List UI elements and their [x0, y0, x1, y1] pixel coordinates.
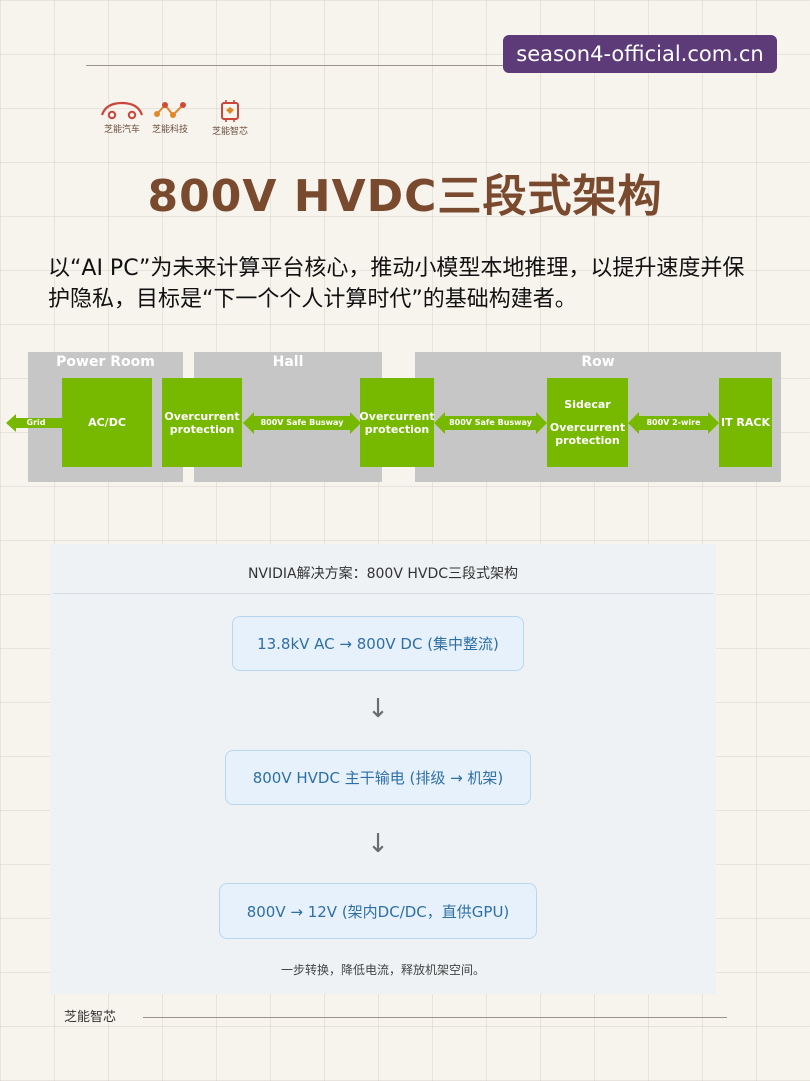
step-label: 13.8kV AC → 800V DC (集中整流) [257, 635, 499, 653]
zone-label: Row [581, 354, 615, 370]
overcurrent-box-2: Overcurrent protection [359, 378, 435, 467]
busway-label-1: 800V Safe Busway [260, 418, 344, 427]
overcurrent-box-1: Overcurrent protection [162, 378, 242, 467]
chip-logo-icon [221, 100, 239, 122]
acdc-label: AC/DC [88, 416, 126, 429]
step-box-1: 13.8kV AC → 800V DC (集中整流) [232, 616, 524, 671]
footer-divider [143, 1017, 727, 1018]
it-rack-box: IT RACK [719, 378, 772, 467]
sidecar-box: Sidecar Overcurrent protection [547, 378, 628, 467]
two-wire-arrow [628, 412, 719, 434]
busway-arrow-1 [243, 412, 361, 434]
zone-label: Power Room [56, 354, 155, 370]
down-arrow-icon: ↓ [367, 829, 389, 859]
step-box-3: 800V → 12V (架内DC/DC，直供GPU) [219, 883, 537, 939]
acdc-box: AC/DC [62, 378, 152, 467]
down-arrow-icon: ↓ [367, 694, 389, 724]
step-box-2: 800V HVDC 主干输电 (排级 → 机架) [225, 750, 531, 805]
logo-label: 芝能汽车 [103, 125, 140, 135]
grid-arrow [6, 414, 62, 432]
molecule-logo-icon [154, 102, 186, 118]
panel-title: NVIDIA解决方案：800V HVDC三段式架构 [247, 566, 519, 582]
grid-label: Grid [26, 418, 46, 427]
intro-paragraph: 以“AI PC”为未来计算平台核心，推动小模型本地推理，以提升速度并保护隐私，目… [48, 256, 745, 312]
logo-zhineng-auto: 芝能汽车 [92, 100, 152, 135]
zone-label: Hall [272, 354, 304, 370]
logo-label: 芝能智芯 [211, 127, 248, 137]
it-rack-label: IT RACK [720, 416, 770, 429]
site-watermark: season4-official.com.cn [503, 35, 777, 73]
busway-label-2: 800V Safe Busway [449, 418, 532, 427]
sidecar-overcurrent-label: Overcurrent protection [549, 421, 626, 447]
sidecar-label: Sidecar [564, 398, 611, 411]
two-wire-label: 800V 2-wire [646, 418, 701, 427]
page-title: 800V HVDC三段式架构 [147, 171, 663, 222]
logo-zhineng-chip: 芝能智芯 [200, 100, 260, 137]
overcurrent-label: Overcurrent protection [164, 409, 240, 436]
header-divider [86, 65, 750, 66]
panel-divider [53, 593, 713, 594]
connector-arrows [6, 412, 719, 434]
logo-label: 芝能科技 [151, 125, 188, 135]
footer-brand: 芝能智芯 [64, 1010, 117, 1025]
panel-note: 一步转换，降低电流，释放机架空间。 [280, 963, 485, 977]
logo-zhineng-tech: 芝能科技 [140, 100, 200, 135]
step-label: 800V → 12V (架内DC/DC，直供GPU) [246, 902, 510, 921]
step-label: 800V HVDC 主干输电 (排级 → 机架) [252, 769, 504, 787]
busway-arrow-2 [434, 412, 547, 434]
car-logo-icon [100, 101, 144, 120]
overcurrent-label: Overcurrent protection [359, 409, 435, 436]
